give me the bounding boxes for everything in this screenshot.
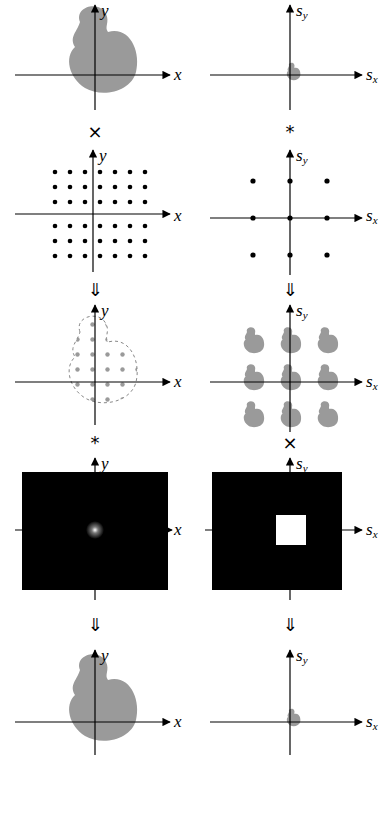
axis-label: sx (366, 521, 378, 540)
axis-label: x (174, 207, 182, 224)
axes (15, 650, 362, 755)
operator-symbol: ⇓ (87, 281, 102, 299)
axis-label: sy (296, 302, 308, 321)
axis-label: x (174, 373, 182, 390)
spectrum-shape (287, 709, 301, 726)
axis-label: x (174, 66, 182, 83)
operator-symbol: ⇓ (282, 281, 297, 299)
axes (15, 458, 362, 600)
axes (15, 5, 362, 110)
sinc-peak (86, 521, 104, 539)
operator-symbol: × (87, 123, 102, 141)
axis-label: y (101, 2, 109, 19)
object-shape (69, 6, 137, 93)
axes (15, 305, 362, 432)
operator-symbol: * (91, 434, 100, 452)
replicated-spectra (244, 327, 338, 427)
axis-label: x (174, 713, 182, 730)
axis-label: sx (366, 373, 378, 392)
sinc-kernel (22, 472, 168, 590)
operator-symbol: ⇓ (282, 616, 297, 634)
axis-label: sy (296, 647, 308, 666)
axis-label: sx (366, 207, 378, 226)
spectrum-shape (287, 63, 301, 80)
axis-label: sy (296, 147, 308, 166)
operator-symbol: * (286, 123, 295, 141)
operator-symbol: ⇓ (87, 616, 102, 634)
axis-label: sy (296, 455, 308, 474)
operator-symbol: × (282, 434, 297, 452)
axis-label: sx (366, 66, 378, 85)
axis-label: y (99, 147, 107, 164)
axis-label: sy (296, 2, 308, 21)
axis-label: sx (366, 713, 378, 732)
passband (276, 515, 306, 545)
axis-label: x (174, 521, 182, 538)
box-filter (212, 472, 342, 590)
axis-label: y (101, 302, 109, 319)
axis-label: y (101, 455, 109, 472)
axis-label: y (101, 647, 109, 664)
axes (15, 150, 362, 275)
reconstructed-object (69, 654, 137, 741)
sampled-object (69, 316, 137, 403)
